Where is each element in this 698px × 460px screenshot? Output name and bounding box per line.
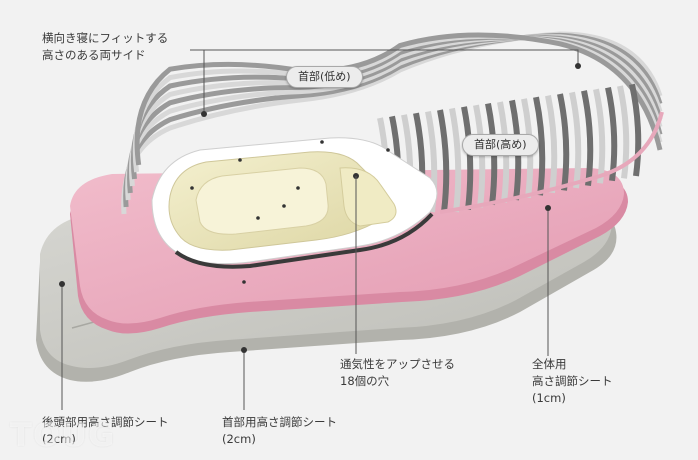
- watermark-logo: TOUG: [10, 416, 116, 454]
- fin-rib: [533, 96, 546, 196]
- fin-wall: [121, 31, 664, 215]
- leader-dots: [59, 63, 581, 353]
- fin-edge: [439, 111, 664, 214]
- neck-sheet-label: 首部用高さ調節シート (2cm): [222, 415, 337, 446]
- full-sheet-label: 全体用 高さ調節シート (1cm): [532, 357, 613, 405]
- fin-rib: [437, 109, 450, 213]
- fin-rib: [134, 32, 663, 166]
- fin-rib: [629, 83, 642, 177]
- fin-rib: [449, 107, 462, 213]
- fin-rib: [569, 91, 582, 189]
- leader-lines: [61, 49, 579, 410]
- fin-rib: [605, 86, 618, 182]
- neck-high-badge: 首部(高め): [462, 134, 539, 156]
- black-liner: [174, 212, 434, 269]
- fin-rib: [545, 94, 558, 194]
- holes-label: 通気性をアップさせる 18個の穴: [340, 357, 455, 388]
- fin-rib: [617, 85, 630, 179]
- vent-holes: [190, 140, 390, 220]
- fin-rib: [461, 106, 474, 210]
- fin-rib: [557, 93, 570, 191]
- back-sheet-label: 後頭部用高さ調節シート (2cm): [42, 415, 169, 446]
- fin-rib: [581, 90, 594, 186]
- side-label: 横向き寝にフィットする 高さのある両サイド: [42, 31, 169, 62]
- fin-rib: [473, 104, 486, 208]
- neck-low-badge: 首部(低め): [286, 66, 363, 88]
- cream-core: [168, 151, 397, 251]
